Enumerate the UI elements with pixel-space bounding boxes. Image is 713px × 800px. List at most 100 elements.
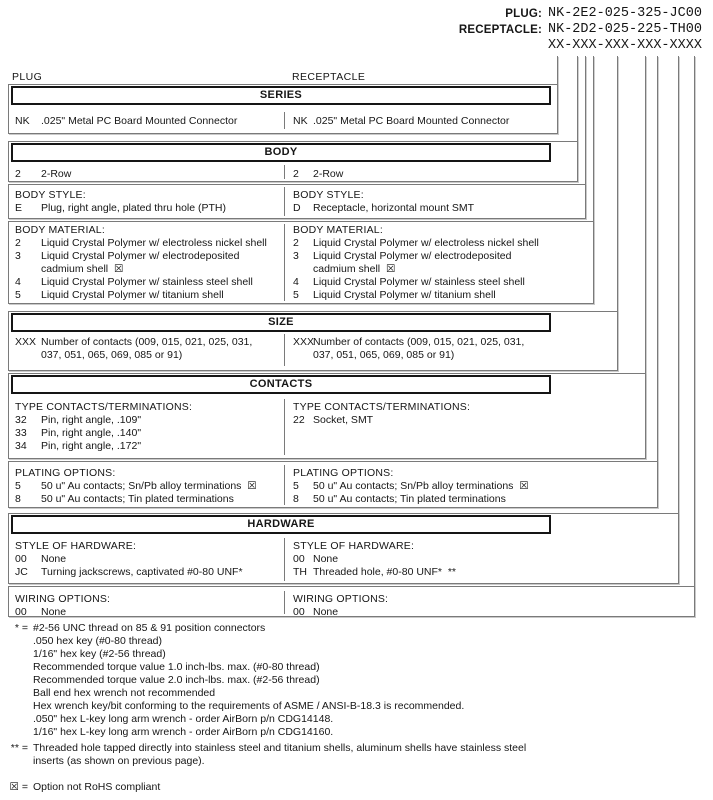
hardware-style-subtitle: STYLE OF HARDWARE: — [293, 540, 415, 552]
option-description: Liquid Crystal Polymer w/ electrodeposit… — [313, 250, 512, 275]
footnote-line: .050 hex key (#0-80 thread) — [8, 635, 708, 648]
series-section-title: SERIES — [11, 86, 551, 105]
footnote-double-star: ** =Threaded hole tapped directly into s… — [8, 742, 708, 768]
option-code: 5 — [15, 480, 21, 492]
option-code: 00 — [293, 553, 305, 565]
footnote-marker: * = — [14, 622, 28, 634]
option-description: Liquid Crystal Polymer w/ stainless stee… — [313, 276, 525, 288]
series-plug-column: NK.025" Metal PC Board Mounted Connector — [15, 115, 281, 128]
footnote-marker — [8, 687, 28, 700]
option-description: None — [41, 553, 67, 565]
footnote-text: Recommended torque value 2.0 inch-lbs. m… — [33, 674, 320, 686]
footnote-marker — [8, 674, 28, 687]
option-description: None — [41, 606, 67, 618]
footnote-line: inserts (as shown on previous page). — [8, 755, 708, 768]
option-description: Number of contacts (009, 015, 021, 025, … — [41, 336, 253, 361]
option-row: NK.025" Metal PC Board Mounted Connector — [293, 115, 593, 128]
option-description: Liquid Crystal Polymer w/ electrodeposit… — [41, 250, 240, 275]
option-description: 50 u" Au contacts; Tin plated terminatio… — [313, 493, 506, 505]
footnote-text: Hex wrench key/bit conforming to the req… — [33, 700, 465, 712]
wiring-subtitle: WIRING OPTIONS: — [293, 593, 389, 605]
option-code: 8 — [293, 493, 299, 505]
option-code: 34 — [15, 440, 27, 452]
option-description: Pin, right angle, .140" — [41, 427, 142, 439]
footnote-text: Recommended torque value 1.0 inch-lbs. m… — [33, 661, 320, 673]
body-section-title: BODY — [11, 143, 551, 162]
footnote-star: * =#2-56 UNC thread on 85 & 91 position … — [8, 622, 708, 739]
hardware-section-title: HARDWARE — [11, 515, 551, 534]
option-code: 5 — [15, 289, 21, 301]
column-divider — [284, 334, 285, 366]
footnotes: * =#2-56 UNC thread on 85 & 91 position … — [8, 622, 708, 794]
option-code: 8 — [15, 493, 21, 505]
series-receptacle-column: NK.025" Metal PC Board Mounted Connector — [293, 115, 593, 128]
footnote-line: * =#2-56 UNC thread on 85 & 91 position … — [8, 622, 708, 635]
size-section-title: SIZE — [11, 313, 551, 332]
footnote-text: 1/16" hex L-key long arm wrench - order … — [33, 726, 334, 738]
footnote-line: ** =Threaded hole tapped directly into s… — [8, 742, 708, 755]
option-code: JC — [15, 566, 28, 578]
column-divider — [284, 591, 285, 614]
contacts-type-subtitle: TYPE CONTACTS/TERMINATIONS: — [293, 401, 471, 413]
option-row: 00 None — [15, 606, 281, 619]
column-divider — [284, 399, 285, 455]
wiring-plug-rows: 00 None — [15, 606, 281, 619]
option-description: Pin, right angle, .172" — [41, 440, 142, 452]
option-code: 2 — [15, 237, 21, 249]
body-material-subtitle: BODY MATERIAL: — [293, 224, 383, 236]
receptacle-part-number-label: RECEPTACLE: — [458, 24, 542, 36]
option-code: 3 — [15, 250, 21, 262]
option-row: 34 Pin, right angle, .172" — [15, 440, 281, 453]
column-divider — [284, 112, 285, 129]
footnote-marker — [8, 635, 28, 648]
option-description: 2-Row — [41, 168, 72, 180]
option-description: Number of contacts (009, 015, 021, 025, … — [313, 336, 525, 361]
option-description: .025" Metal PC Board Mounted Connector — [41, 115, 238, 127]
wiring-subtitle: WIRING OPTIONS: — [15, 593, 111, 605]
column-divider — [284, 465, 285, 505]
option-description: Liquid Crystal Polymer w/ titanium shell — [313, 289, 496, 301]
part-number-labels: PLUG: RECEPTACLE: — [377, 6, 542, 38]
option-row: NK.025" Metal PC Board Mounted Connector — [15, 115, 281, 128]
footnote-line: Ball end hex wrench not recommended — [8, 687, 708, 700]
option-description: Receptacle, horizontal mount SMT — [313, 202, 475, 214]
footnote-line: ☒ =Option not RoHS compliant — [8, 781, 708, 794]
option-code: 4 — [293, 276, 299, 288]
option-code: 00 — [15, 606, 27, 618]
footnote-rohs-legend: ☒ =Option not RoHS compliant — [8, 781, 708, 794]
option-row: 4 Liquid Crystal Polymer w/ stainless ste… — [293, 276, 593, 289]
footnote-marker: ** = — [10, 742, 28, 754]
body-style-subtitle: BODY STYLE: — [15, 189, 86, 201]
